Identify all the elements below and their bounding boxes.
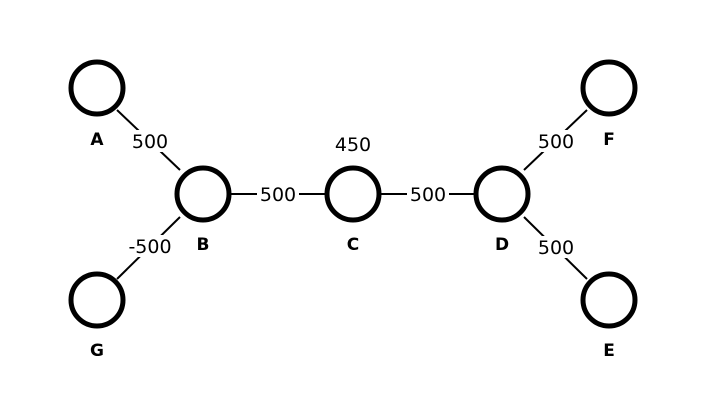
node-label-g: G bbox=[90, 341, 104, 361]
node-label-e: E bbox=[603, 341, 615, 361]
nodes bbox=[68, 59, 638, 329]
edge-label-c-d: 500 bbox=[410, 184, 446, 206]
node-b bbox=[174, 165, 232, 223]
node-e bbox=[580, 271, 638, 329]
edge-label-g-b: -500 bbox=[128, 236, 171, 258]
node-annotation-c: 450 bbox=[335, 134, 371, 156]
edge-label-b-c: 500 bbox=[260, 184, 296, 206]
edge-labels: 500 -500 500 500 500 500 bbox=[125, 130, 577, 259]
node-f bbox=[580, 59, 638, 117]
edge-label-d-e: 500 bbox=[538, 237, 574, 259]
node-a bbox=[68, 59, 126, 117]
node-labels: A B C D E F G bbox=[90, 130, 615, 361]
edge-label-d-f: 500 bbox=[538, 131, 574, 153]
node-label-d: D bbox=[495, 235, 509, 255]
edge-label-a-b: 500 bbox=[132, 131, 168, 153]
node-label-f: F bbox=[603, 130, 615, 150]
node-c bbox=[324, 165, 382, 223]
node-d bbox=[473, 165, 531, 223]
node-label-a: A bbox=[90, 130, 104, 150]
node-g bbox=[68, 271, 126, 329]
node-label-c: C bbox=[347, 235, 359, 255]
node-label-b: B bbox=[197, 235, 210, 255]
